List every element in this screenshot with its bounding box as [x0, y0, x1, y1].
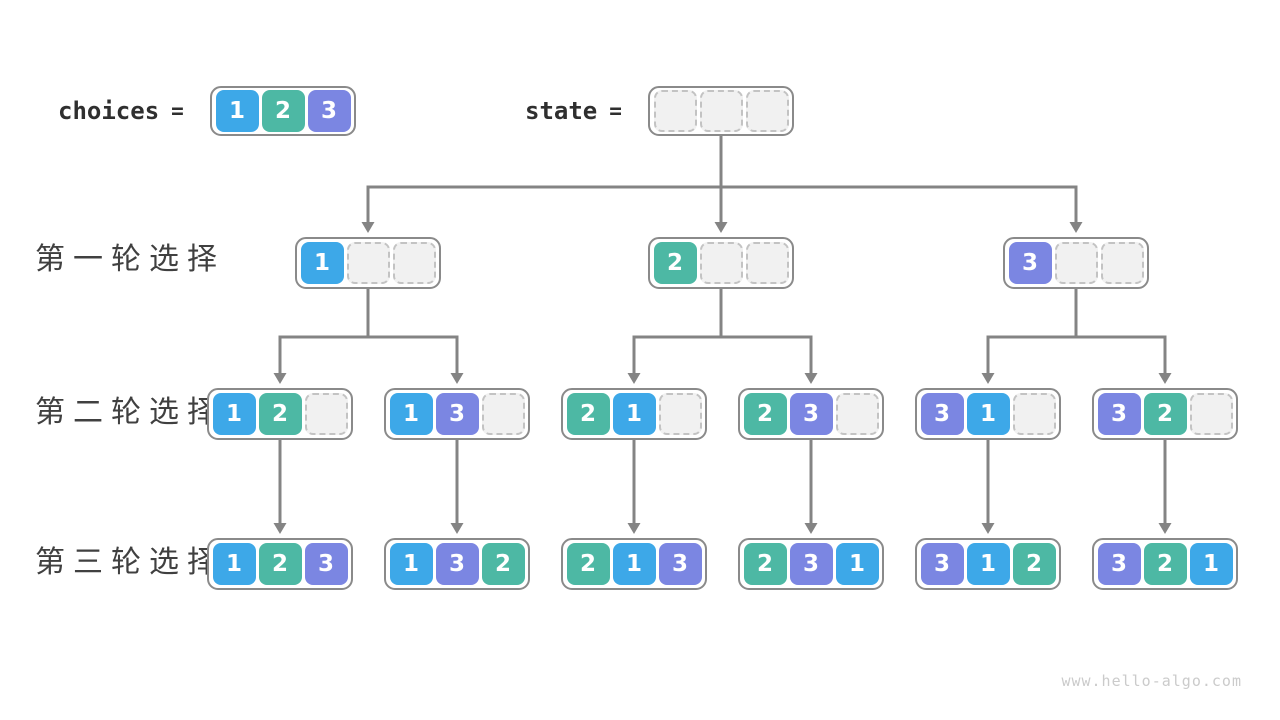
arrowhead-icon [273, 523, 287, 534]
arrowhead-icon [450, 373, 464, 384]
value-cell-2: 2 [1143, 393, 1187, 435]
arrowhead-icon [627, 373, 641, 384]
value-cell-2: 2 [566, 543, 610, 585]
empty-slot [699, 90, 743, 132]
choices-label: choices [58, 97, 160, 125]
arrowhead-icon [804, 373, 818, 384]
value-cell-2: 2 [258, 393, 302, 435]
value-cell-3: 3 [1097, 393, 1141, 435]
empty-slot [745, 242, 789, 284]
empty-slot [699, 242, 743, 284]
empty-slot [481, 393, 525, 435]
node-2__: 2 [648, 237, 794, 289]
empty-slot [1189, 393, 1233, 435]
value-cell-1: 1 [389, 543, 433, 585]
value-cell-3: 3 [304, 543, 348, 585]
value-cell-2: 2 [743, 393, 787, 435]
value-cell-3: 3 [658, 543, 702, 585]
state-header: state = [525, 86, 622, 136]
value-cell-1: 1 [966, 393, 1010, 435]
arrowhead-icon [450, 523, 464, 534]
value-cell-3: 3 [1008, 242, 1052, 284]
value-cell-1: 1 [212, 543, 256, 585]
choices-header: choices = [58, 86, 184, 136]
arrowhead-icon [1069, 222, 1083, 233]
empty-slot [1100, 242, 1144, 284]
empty-slot [745, 90, 789, 132]
value-cell-3: 3 [435, 543, 479, 585]
value-cell-2: 2 [1143, 543, 1187, 585]
state-array-root [648, 86, 794, 136]
empty-slot [346, 242, 390, 284]
value-cell-2: 2 [1012, 543, 1056, 585]
empty-slot [392, 242, 436, 284]
value-cell-2: 2 [258, 543, 302, 585]
arrowhead-icon [273, 373, 287, 384]
value-cell-1: 1 [835, 543, 879, 585]
arrowhead-icon [981, 523, 995, 534]
value-cell-2: 2 [743, 543, 787, 585]
value-cell-3: 3 [920, 393, 964, 435]
empty-slot [835, 393, 879, 435]
value-cell-1: 1 [1189, 543, 1233, 585]
value-cell-3: 3 [1097, 543, 1141, 585]
value-cell-3: 3 [920, 543, 964, 585]
value-cell-1: 1 [966, 543, 1010, 585]
value-cell-1: 1 [215, 90, 259, 132]
value-cell-3: 3 [789, 393, 833, 435]
value-cell-2: 2 [653, 242, 697, 284]
empty-slot [658, 393, 702, 435]
node-1__: 1 [295, 237, 441, 289]
arrowhead-icon [1158, 373, 1172, 384]
empty-slot [304, 393, 348, 435]
value-cell-2: 2 [261, 90, 305, 132]
value-cell-3: 3 [789, 543, 833, 585]
value-cell-3: 3 [435, 393, 479, 435]
row-label-round-3: 第三轮选择 [35, 545, 225, 580]
arrowhead-icon [627, 523, 641, 534]
value-cell-2: 2 [566, 393, 610, 435]
arrowhead-icon [361, 222, 375, 233]
value-cell-1: 1 [212, 393, 256, 435]
value-cell-1: 1 [300, 242, 344, 284]
value-cell-2: 2 [481, 543, 525, 585]
row-label-round-2: 第二轮选择 [35, 395, 225, 430]
empty-slot [1012, 393, 1056, 435]
arrowhead-icon [714, 222, 728, 233]
value-cell-3: 3 [307, 90, 351, 132]
arrowhead-icon [981, 373, 995, 384]
value-cell-1: 1 [612, 543, 656, 585]
value-cell-1: 1 [389, 393, 433, 435]
empty-slot [1054, 242, 1098, 284]
value-cell-1: 1 [612, 393, 656, 435]
watermark: www.hello-algo.com [1061, 672, 1242, 690]
state-label: state [525, 97, 598, 125]
arrowhead-icon [1158, 523, 1172, 534]
row-label-round-1: 第一轮选择 [35, 242, 225, 277]
equals-sign: = [171, 99, 184, 123]
equals-sign: = [609, 99, 622, 123]
empty-slot [653, 90, 697, 132]
node-3__: 3 [1003, 237, 1149, 289]
arrowhead-icon [804, 523, 818, 534]
